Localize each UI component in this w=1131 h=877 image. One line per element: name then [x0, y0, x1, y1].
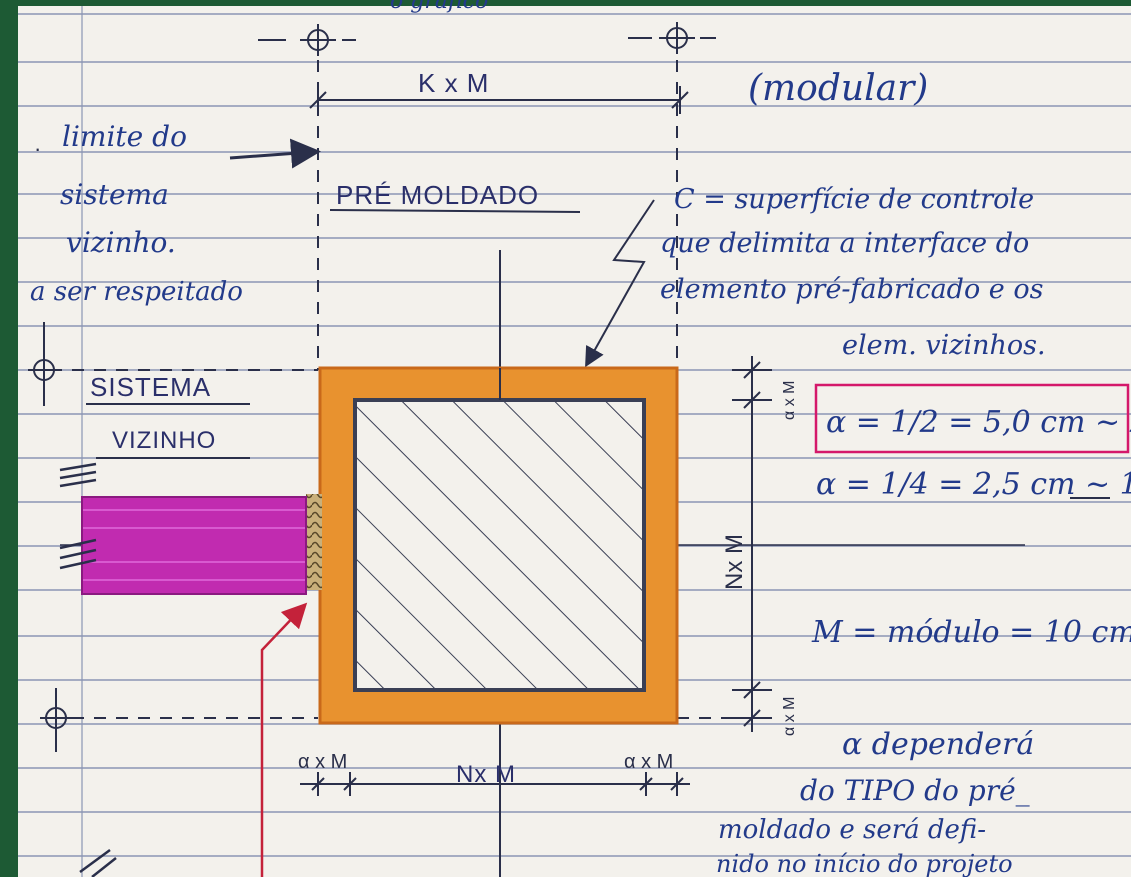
- pre-moldado-label: PRÉ MOLDADO: [336, 180, 539, 210]
- joint-pointer: [260, 602, 308, 877]
- limite-line-1: limite do: [62, 120, 187, 153]
- alpha-dep-line-3: moldado e será defi-: [718, 815, 986, 845]
- limite-line-2: sistema: [60, 178, 169, 211]
- sistema-label: SISTEMA: [90, 372, 211, 402]
- axm-vertical-bottom-label: α x M: [781, 697, 798, 736]
- kxm-dimension: [309, 86, 689, 114]
- c-def-line-4: elem. vizinhos.: [842, 330, 1046, 361]
- limite-line-4: a ser respeitado: [30, 277, 243, 307]
- alpha-highlight-box: [814, 383, 1130, 454]
- alpha-dep-line-1: α dependerá: [842, 727, 1034, 762]
- alpha-half-text: α = 1/2 = 5,0 cm ~ 2": [826, 405, 1131, 440]
- axm-vertical-top-label: α x M: [781, 381, 798, 420]
- alpha-dep-line-2: do TIPO do pré_: [800, 774, 1030, 807]
- alpha-quarter-text: α = 1/4 = 2,5 cm ~ 1": [816, 467, 1131, 502]
- axm-left-label: α x M: [298, 751, 347, 773]
- bottom-dimension: [300, 772, 690, 796]
- control-surface-leader: [585, 199, 655, 368]
- modular-label: (modular): [748, 68, 928, 109]
- bullet-dot: ·: [34, 136, 41, 161]
- alpha-dep-line-4: nido no início do projeto: [716, 850, 1013, 877]
- c-def-line-3: elemento pré-fabricado e os: [660, 274, 1043, 305]
- modulo-text: M = módulo = 10 cm: [811, 615, 1131, 650]
- axis-marker-left-upper: [28, 322, 62, 406]
- vizinho-label: VIZINHO: [112, 427, 216, 454]
- break-marks: [59, 462, 117, 877]
- pre-moldado-underline: [329, 209, 581, 213]
- nxm-vertical-label: Nx M: [721, 534, 748, 590]
- kxm-label: K x M: [418, 68, 489, 98]
- top-partial-text: o gráfico: [390, 0, 488, 14]
- axis-marker-left-lower: [40, 688, 72, 752]
- c-def-line-1: C = superfície de controle: [674, 184, 1034, 215]
- limite-arrow: [229, 138, 321, 169]
- nxm-bottom-label: Nx M: [456, 761, 516, 788]
- neighbor-element: [81, 496, 307, 595]
- precast-element: [318, 366, 679, 725]
- vertical-dimension: [732, 356, 772, 732]
- axis-marker-top-right: [628, 22, 716, 54]
- limite-line-3: vizinho.: [66, 226, 176, 259]
- axis-marker-top-left: [258, 24, 356, 56]
- axm-right-label: α x M: [624, 751, 673, 773]
- c-def-line-2: que delimita a interface do: [660, 228, 1029, 259]
